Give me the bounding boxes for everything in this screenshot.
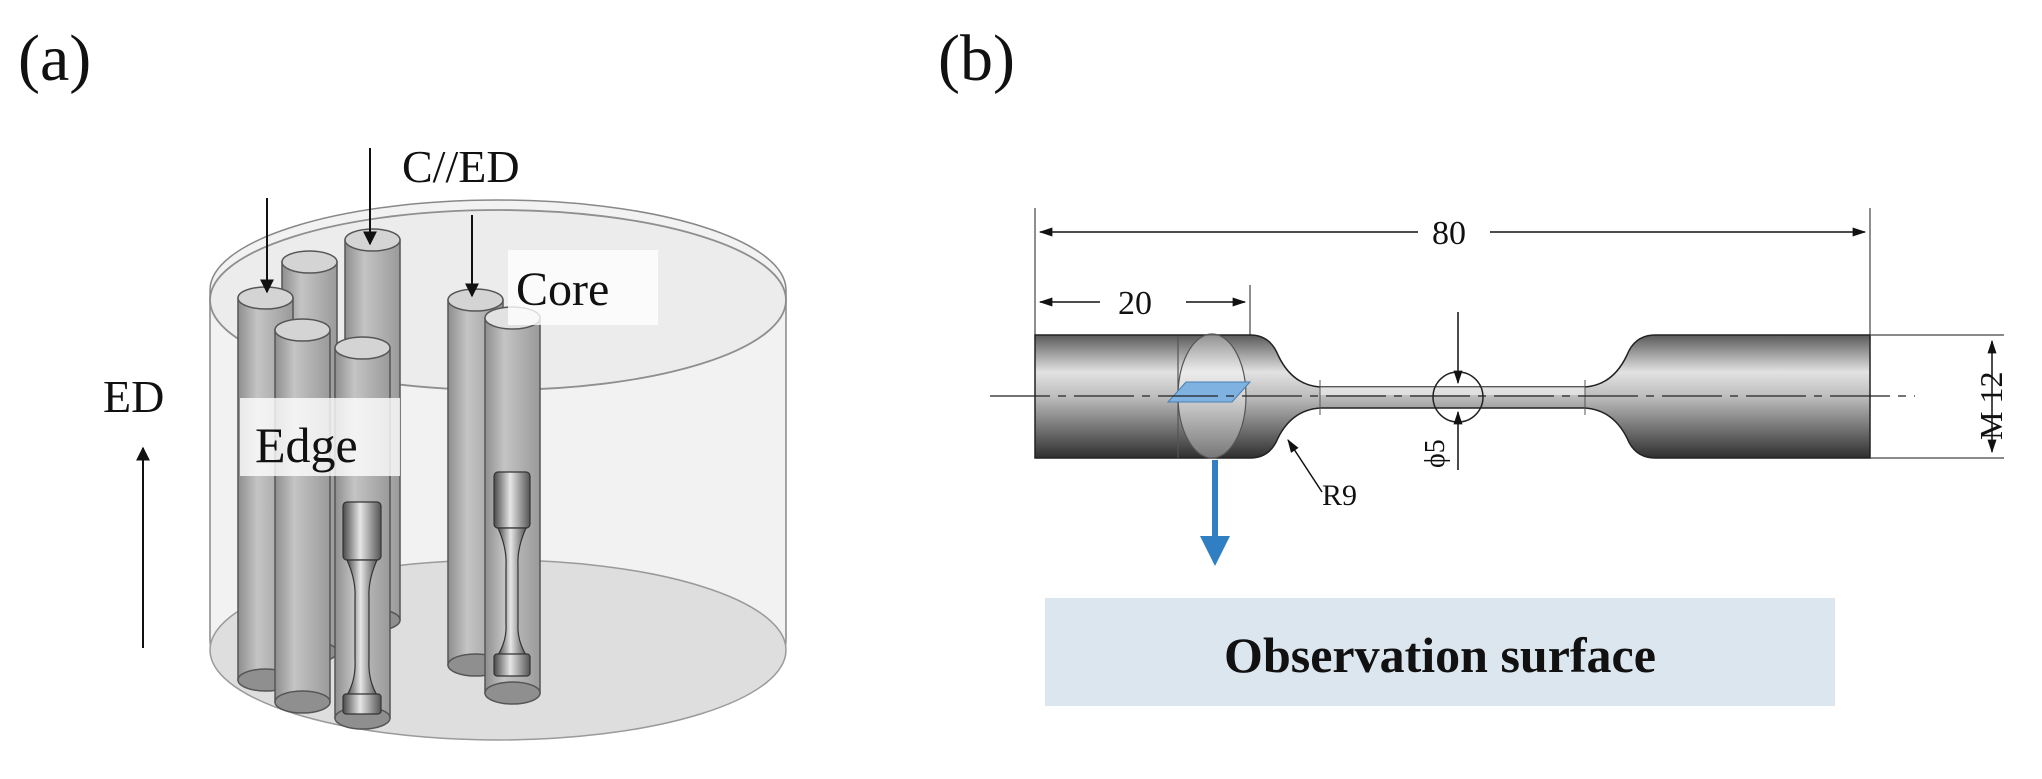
mini-specimen-core [493,471,531,677]
edge-label-bg [240,398,400,476]
dim-grip-label: 20 [1118,285,1152,322]
mini-specimen-edge [342,501,382,715]
observation-label: Observation surface [1224,627,1656,683]
ed-axis-label: ED [103,371,164,422]
specimen-gauge-shade [1320,387,1585,395]
dim-radius-label: R9 [1322,479,1357,512]
dim-thread-label: M 12 [1973,372,2009,440]
panel-b: (b) 80 20 ϕ5 [938,22,2009,706]
observation-box [1045,598,1835,706]
dim-gauge-label: ϕ5 [1420,439,1451,468]
observation-plane [1166,381,1252,403]
rod-front-2 [274,318,331,714]
panel-b-label: (b) [938,22,1015,95]
core-label-bg [508,250,658,325]
panel-a-label: (a) [18,22,91,95]
dim-radius-leader [1287,439,1323,493]
edge-label: Edge [255,417,358,473]
dim-total-label: 80 [1432,215,1466,252]
direction-label: C//ED [402,141,520,192]
panel-a: (a) [18,22,787,741]
core-label: Core [516,263,609,316]
